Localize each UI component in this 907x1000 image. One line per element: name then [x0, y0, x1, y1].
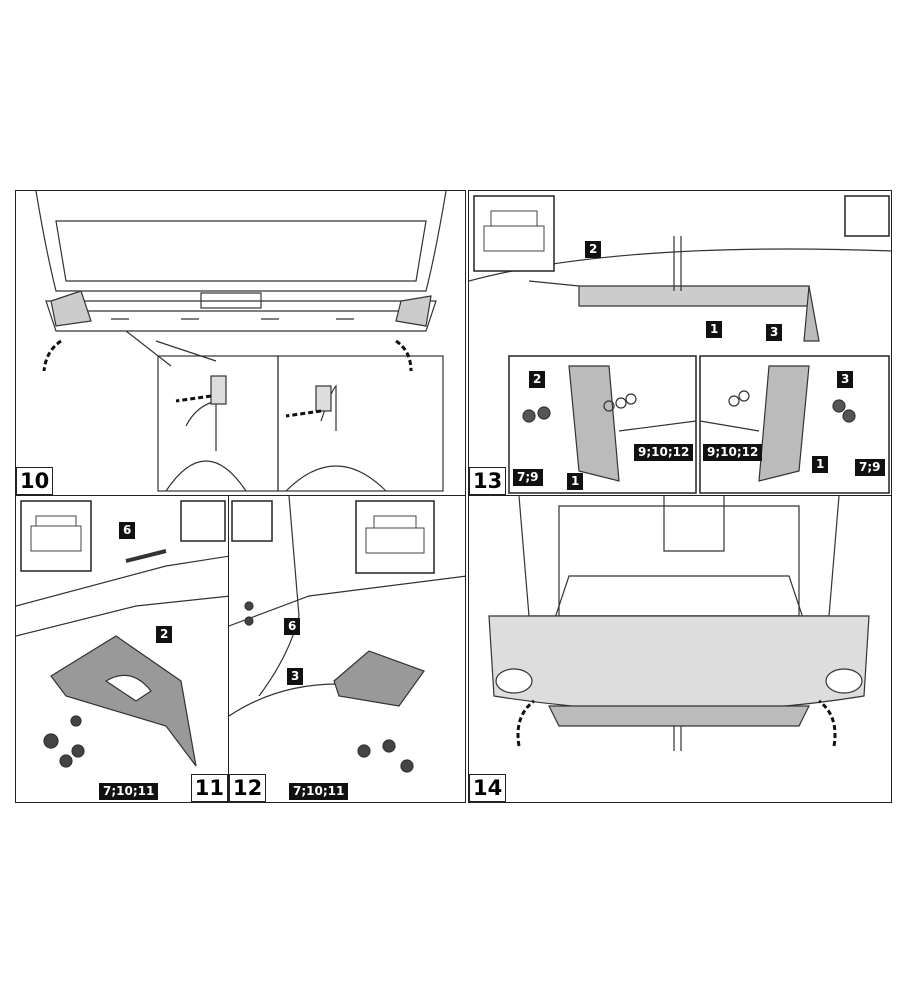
step-number: 10: [16, 467, 54, 495]
step-11-panel: 6 2 7;10;11 11: [15, 495, 229, 803]
callout-bolts-left: 7;9: [513, 469, 543, 486]
callout-part-1-left: 1: [567, 473, 584, 490]
callout-part-1-right: 1: [812, 456, 829, 473]
step-13-panel: 2 1 3 2 3 9;10;12 9;10;12 7;9 7;9 1 1 13: [468, 190, 892, 496]
callout-fasteners: 7;10;11: [289, 783, 349, 800]
callout-part-2: 2: [585, 241, 602, 258]
callout-part-2-detail: 2: [529, 371, 546, 388]
callout-nuts-right: 9;10;12: [703, 444, 763, 461]
step-number: 14: [469, 774, 507, 802]
callout-part-1: 1: [706, 321, 723, 338]
step-10-panel: 10: [15, 190, 466, 496]
callout-part-2: 2: [156, 626, 173, 643]
callout-part-6: 6: [119, 522, 136, 539]
step-number: 12: [229, 774, 267, 802]
callout-nuts-left: 9;10;12: [634, 444, 694, 461]
rear-bumper-removal-illustration: [35, 191, 447, 492]
step-12-panel: 6 3 7;10;11 12: [228, 495, 466, 803]
callout-part-6: 6: [284, 618, 301, 635]
bracket-3-install-illustration: [229, 496, 465, 773]
step-number: 13: [469, 467, 507, 495]
step-14-panel: 14: [468, 495, 892, 803]
callout-part-3-detail: 3: [837, 371, 854, 388]
bracket-2-install-illustration: [16, 500, 228, 768]
callout-part-3: 3: [287, 668, 304, 685]
callout-bolts-right: 7;9: [855, 459, 885, 476]
step-number: 11: [190, 774, 228, 802]
callout-fasteners: 7;10;11: [99, 783, 159, 800]
callout-part-3: 3: [766, 324, 783, 341]
bumper-reinstall-illustration: [488, 496, 870, 751]
